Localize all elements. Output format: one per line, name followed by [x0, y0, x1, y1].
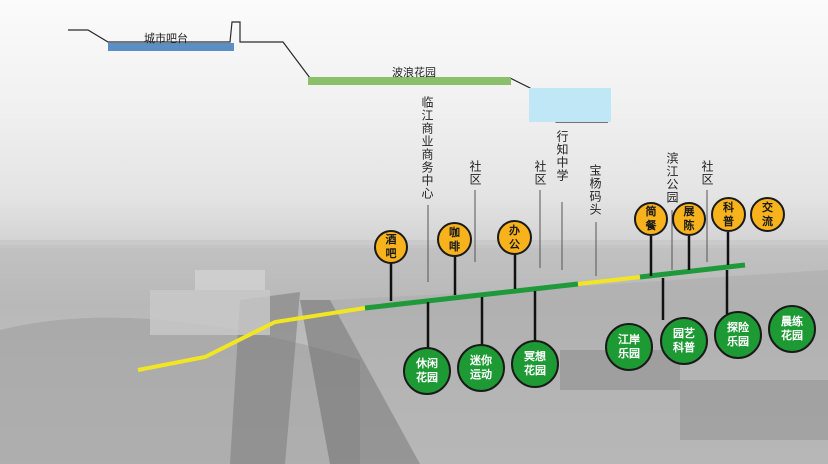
node-adventure-playground-label: 探险乐园	[727, 321, 749, 348]
node-bar: 酒吧	[374, 230, 408, 264]
node-dining-label: 简餐	[645, 205, 657, 232]
node-horticulture: 园艺科普	[660, 317, 708, 365]
node-exchange-label: 交流	[762, 200, 773, 228]
node-horticulture-label: 园艺科普	[673, 327, 695, 354]
pathway-green-east	[639, 262, 746, 280]
node-morning-exercise-garden-label: 晨练花园	[781, 315, 803, 342]
node-office-label: 办公	[509, 223, 520, 251]
pathway-yellow-east	[577, 275, 641, 286]
community-label-3: 社区	[700, 160, 714, 186]
node-coffee: 咖啡	[437, 222, 472, 257]
node-exchange: 交流	[750, 197, 785, 232]
node-science-label: 科普	[723, 200, 734, 228]
node-riverbank-playground: 江岸乐园	[605, 323, 653, 371]
xingzhi-school-label: 行知中学	[555, 130, 569, 182]
node-dining: 简餐	[634, 202, 668, 236]
city-bar-label: 城市吧台	[144, 32, 188, 45]
baoyang-pier-label: 宝杨码头	[588, 164, 602, 216]
node-leisure-garden-label: 休闲花园	[416, 357, 438, 384]
node-mini-sport-label: 迷你运动	[470, 354, 492, 381]
community-label-1: 社区	[468, 160, 482, 186]
community-label-2: 社区	[533, 160, 547, 186]
node-leaders	[389, 232, 730, 350]
node-leisure-garden: 休闲花园	[403, 347, 451, 395]
city-bar-bar	[108, 43, 234, 51]
node-office: 办公	[497, 220, 532, 255]
node-coffee-label: 咖啡	[449, 225, 460, 253]
node-exhibit-label: 展陈	[683, 205, 695, 232]
node-riverbank-playground-label: 江岸乐园	[618, 333, 640, 360]
pathway-green	[364, 281, 579, 311]
node-meditation-garden: 冥想花园	[511, 340, 559, 388]
node-mini-sport: 迷你运动	[457, 344, 505, 392]
linjiang-business-center-label: 临江商业商务中心	[420, 96, 434, 200]
landmark-leaders	[427, 190, 708, 282]
pathway-yellow-west	[137, 306, 366, 372]
node-bar-label: 酒吧	[385, 233, 397, 260]
wave-garden-bar	[308, 77, 511, 85]
node-meditation-garden-label: 冥想花园	[524, 350, 546, 377]
node-science: 科普	[711, 197, 746, 232]
node-morning-exercise-garden: 晨练花园	[768, 305, 816, 353]
water-box	[529, 88, 611, 122]
wave-garden-label: 波浪花园	[392, 66, 436, 79]
binjiang-park-label: 滨江公园	[665, 152, 679, 204]
node-exhibit: 展陈	[672, 202, 706, 236]
node-adventure-playground: 探险乐园	[714, 311, 762, 359]
